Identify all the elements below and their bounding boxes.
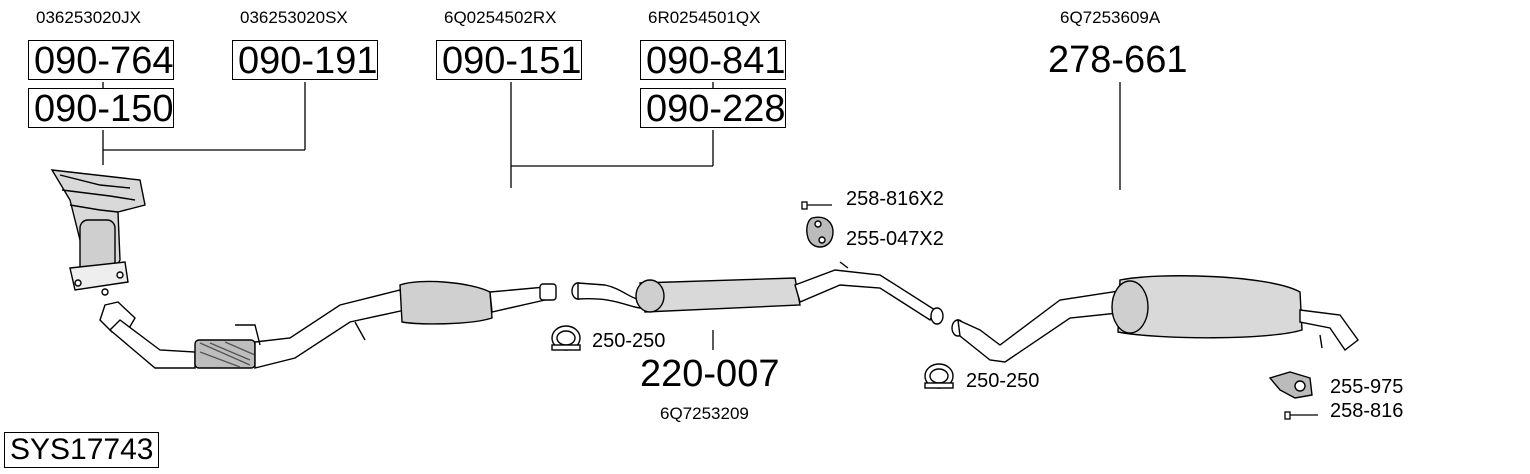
rubber-hanger-icon [806,216,834,248]
part-number-box[interactable]: 090-228 [640,88,786,129]
rear-silencer-part [951,275,1359,363]
accessory-label[interactable]: 250-250 [966,370,1040,392]
accessory-label[interactable]: 255-047X2 [846,228,944,250]
oe-number: 6Q7253609A [1060,8,1161,27]
rear-hanger-icon [1268,371,1313,399]
part-number[interactable]: 278-661 [1048,39,1188,81]
middle-silencer-part [571,261,944,325]
clamp-icon [924,363,954,389]
accessory-label[interactable]: 258-816X2 [846,188,944,210]
part-number-box[interactable]: 090-151 [436,40,582,81]
part-number[interactable]: 220-007 [640,353,780,395]
oe-number: 6Q0254502RX [444,8,557,27]
front-pipe-part [99,280,557,369]
oe-number: 6R0254501QX [648,8,761,27]
part-number-box[interactable]: 090-764 [28,40,174,81]
part-number-box[interactable]: 090-150 [28,88,174,129]
part-number-box[interactable]: 090-841 [640,40,786,81]
bolt-icon [801,201,832,210]
system-id: SYS17743 [4,432,160,468]
accessory-label[interactable]: 250-250 [592,330,666,352]
bolt-icon [1284,411,1318,420]
oe-number: 036253020SX [240,8,348,27]
oe-number: 6Q7253209 [660,404,749,423]
clamp-icon [551,325,581,351]
accessory-label[interactable]: 258-816 [1330,400,1404,422]
oe-number: 036253020JX [36,8,141,27]
accessory-label[interactable]: 255-975 [1330,376,1404,398]
manifold-catalyst-part [50,169,146,296]
part-number-box[interactable]: 090-191 [232,40,378,81]
